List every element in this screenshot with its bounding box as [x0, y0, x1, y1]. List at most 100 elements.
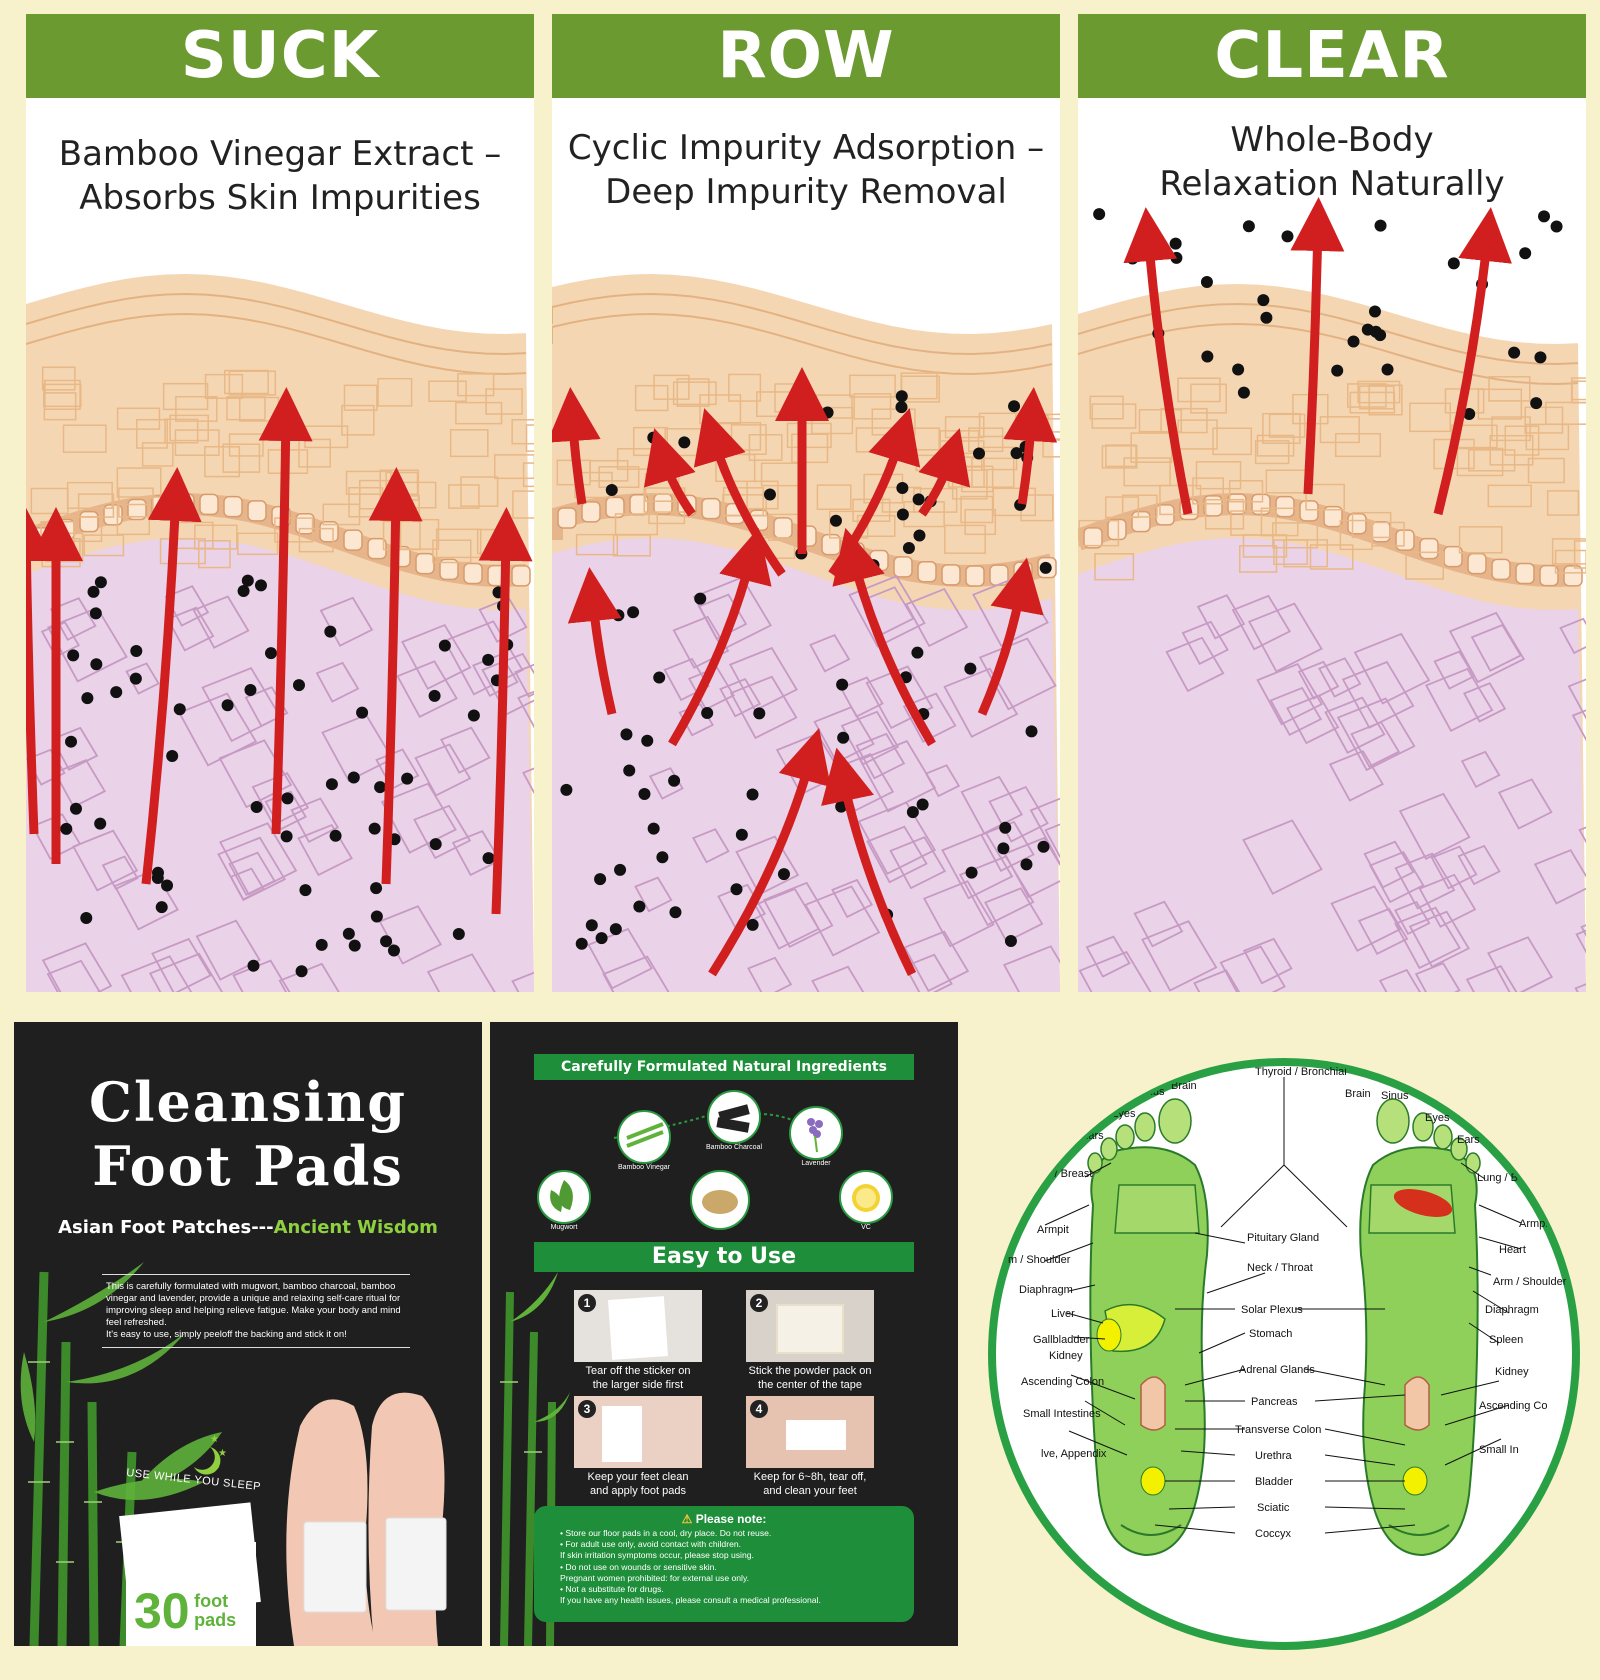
label-sciatic: Sciatic	[1257, 1502, 1290, 1514]
product-description: This is carefully formulated with mugwor…	[102, 1274, 410, 1348]
panel-subtitle: Bamboo Vinegar Extract – Absorbs Skin Im…	[36, 132, 524, 220]
step-number: 2	[750, 1294, 768, 1312]
label-left-liver: Liver	[1051, 1308, 1075, 1320]
skin-layers	[552, 274, 1060, 992]
label-right-armpit: Armpit	[1519, 1218, 1551, 1230]
svg-text:★: ★	[210, 1434, 219, 1445]
label-right-brain: Brain	[1345, 1088, 1371, 1100]
ingredient-powder	[680, 1170, 760, 1230]
label-left-diaphragm: Diaphragm	[1019, 1284, 1073, 1296]
note-item: • Store our floor pads in a cool, dry pl…	[560, 1528, 772, 1538]
product-title-line1: Cleansing	[88, 1070, 408, 1134]
note-item: If skin irritation symptoms occur, pleas…	[560, 1550, 754, 1561]
label-right-kidney: Kidney	[1495, 1366, 1529, 1378]
label-right-lung: Lung / Breast	[1477, 1172, 1542, 1184]
label-left-small-intestines: Small Intestines	[1023, 1408, 1101, 1420]
step-1: 1 Tear off the sticker on the larger side…	[574, 1290, 702, 1392]
ingredient-label: Bamboo Charcoal	[705, 1144, 763, 1151]
bamboo-charcoal-icon	[707, 1090, 761, 1144]
caption-line1: Stick the powder pack on	[748, 1365, 872, 1377]
ingredient-label: Lavender	[801, 1160, 831, 1167]
label-transverse-colon: Transverse Colon	[1235, 1424, 1321, 1436]
label-solar-plexus: Solar Plexus	[1241, 1304, 1303, 1316]
caption-line1: Keep for 6~8h, tear off,	[753, 1471, 867, 1483]
panel-title: CLEAR	[1078, 14, 1586, 98]
label-right-eyes: Eyes	[1425, 1112, 1450, 1124]
label-coccyx: Coccyx	[1255, 1528, 1292, 1540]
svg-text:★: ★	[218, 1448, 227, 1459]
panel-subtitle: Whole-Body Relaxation Naturally	[1088, 118, 1576, 206]
caption-line2: the larger side first	[592, 1379, 684, 1391]
label-right-small-intestines: Small In	[1479, 1444, 1519, 1456]
herbal-powder-icon	[690, 1170, 750, 1230]
ingredient-label: VC	[861, 1224, 871, 1231]
subtitle-prefix: Asian Foot Patches---	[58, 1217, 274, 1238]
skin-illustration-row	[552, 274, 1060, 992]
ingredient-bamboo-charcoal: Bamboo Charcoal	[694, 1090, 774, 1151]
description-text-2: It's easy to use, simply peeloff the bac…	[106, 1329, 347, 1340]
label-adrenal: Adrenal Glands	[1239, 1364, 1315, 1376]
easy-to-use-header: Easy to Use	[534, 1242, 914, 1272]
label-right-diaphragm: Diaphragm	[1485, 1304, 1539, 1316]
label-left-ascending-colon: Ascending Colon	[1021, 1376, 1104, 1388]
note-box: ⚠ Please note: • Store our floor pads in…	[534, 1506, 914, 1622]
svg-text:★: ★	[212, 1460, 221, 1471]
product-card: ★★★ Cleansing Foot Pads Asian Foot Patch…	[14, 1022, 482, 1646]
label-left-lung: Lung / Breast	[1027, 1168, 1092, 1180]
label-right-sinus: Sinus	[1381, 1090, 1409, 1102]
panel-subtitle: Cyclic Impurity Adsorption – Deep Impuri…	[562, 126, 1050, 214]
subtitle-line2: Deep Impurity Removal	[605, 172, 1007, 212]
label-neck: Neck / Throat	[1247, 1262, 1313, 1274]
panel-title: ROW	[552, 14, 1060, 98]
subtitle-accent: Ancient Wisdom	[273, 1217, 438, 1238]
right-foot	[1359, 1098, 1481, 1557]
description-text: This is carefully formulated with mugwor…	[106, 1281, 401, 1328]
label-stomach: Stomach	[1249, 1328, 1292, 1340]
subtitle-line1: Bamboo Vinegar Extract –	[58, 134, 502, 174]
label-right-arm: Arm / Shoulder	[1493, 1276, 1567, 1288]
count-value: 30	[134, 1583, 190, 1639]
step-number: 4	[750, 1400, 768, 1418]
product-subtitle: Asian Foot Patches---Ancient Wisdom	[14, 1217, 482, 1238]
skin-illustration-suck	[26, 274, 534, 992]
label-pituitary: Pituitary Gland	[1247, 1232, 1319, 1244]
subtitle-line2: Absorbs Skin Impurities	[79, 178, 481, 218]
note-item: • Not a substitute for drugs.	[560, 1584, 664, 1595]
caption-line1: Tear off the sticker on	[585, 1365, 691, 1377]
bamboo-vinegar-icon	[617, 1110, 671, 1164]
lemon-icon	[839, 1170, 893, 1224]
count-unit-line2: pads	[194, 1610, 237, 1630]
mugwort-icon	[537, 1170, 591, 1224]
subtitle-line1: Whole-Body	[1230, 120, 1434, 160]
ingredient-bamboo-vinegar: Bamboo Vinegar	[604, 1110, 684, 1171]
left-foot	[1087, 1098, 1209, 1557]
step-caption: Keep for 6~8h, tear off,and clean your f…	[746, 1470, 874, 1498]
step-photo: 1	[574, 1290, 702, 1362]
ingredient-mugwort: Mugwort	[524, 1170, 604, 1231]
label-right-heart: Heart	[1499, 1244, 1526, 1256]
label-left-appendix: lve, Appendix	[1041, 1448, 1107, 1460]
label-urethra: Urethra	[1255, 1450, 1293, 1462]
note-title-text: Please note:	[695, 1512, 767, 1526]
label-left-kidney: Kidney	[1049, 1350, 1083, 1362]
count-unit-line1: foot	[194, 1591, 229, 1611]
panel-title: SUCK	[26, 14, 534, 98]
label-left-armpit: Armpit	[1037, 1224, 1069, 1236]
label-right-spleen: Spleen	[1489, 1334, 1523, 1346]
step-4: 4 Keep for 6~8h, tear off,and clean your…	[746, 1396, 874, 1498]
ingredients-card: Carefully Formulated Natural Ingredients…	[490, 1022, 958, 1646]
step-number: 1	[578, 1294, 596, 1312]
note-list: • Store our floor pads in a cool, dry pl…	[560, 1528, 914, 1606]
step-caption: Tear off the sticker on the larger side f…	[574, 1364, 702, 1392]
label-left-brain: Brain	[1171, 1080, 1197, 1092]
caption-line2: and apply foot pads	[589, 1485, 687, 1497]
ingredient-vc: VC	[826, 1170, 906, 1231]
skin-layers	[1078, 197, 1586, 992]
step-photo: 4	[746, 1396, 874, 1468]
note-title: ⚠ Please note:	[534, 1512, 914, 1526]
caption-line1: Keep your feet clean	[587, 1471, 689, 1483]
label-right-ears: Ears	[1457, 1134, 1480, 1146]
note-item: • Do not use on wounds or sensitive skin…	[560, 1561, 717, 1572]
